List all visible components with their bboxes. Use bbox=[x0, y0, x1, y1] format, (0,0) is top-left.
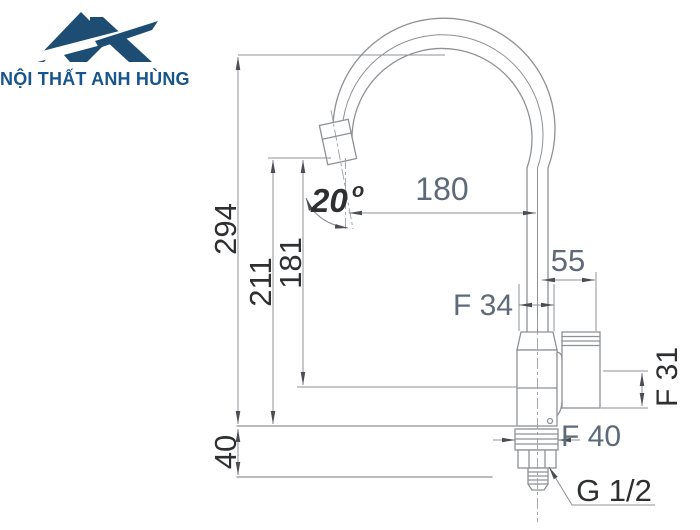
dim-total-height-label: 294 bbox=[208, 203, 243, 255]
brand-name: NỘI THẤT ANH HÙNG bbox=[0, 69, 190, 89]
brand-logo: NỘI THẤT ANH HÙNG bbox=[0, 4, 190, 90]
dim-reach-label: 180 bbox=[415, 171, 468, 207]
outlet-axis-line bbox=[330, 109, 354, 230]
hex-nut bbox=[517, 449, 557, 469]
dim-arc-20deg bbox=[305, 197, 349, 229]
dim-body-diameter-label: F 34 bbox=[453, 289, 513, 322]
thread-shank bbox=[527, 467, 549, 491]
faucet-outline bbox=[236, 17, 601, 491]
brand-logo-mark bbox=[27, 12, 158, 64]
dim-thread-size-label: G 1/2 bbox=[576, 473, 652, 508]
dim-angle-label: 20 bbox=[310, 182, 348, 219]
spout-outer-curve bbox=[332, 17, 556, 333]
aerator bbox=[318, 118, 358, 166]
leader-g12 bbox=[548, 466, 655, 506]
dimension-lines bbox=[235, 54, 655, 506]
counter-deck-line bbox=[236, 425, 517, 478]
spout-middle-curve bbox=[341, 34, 544, 333]
dim-flange-diameter-label: F 40 bbox=[561, 420, 621, 453]
faucet-body bbox=[516, 331, 558, 427]
dim-deck-thickness-label: 40 bbox=[208, 435, 243, 469]
dim-outlet-height-label: 181 bbox=[273, 237, 308, 289]
logo-swoosh-tail bbox=[95, 21, 158, 48]
dimension-labels: 294 211 181 40 180 20 o 55 F 34 F 31 F 4… bbox=[208, 171, 684, 508]
handle-knob bbox=[556, 331, 601, 417]
dim-spout-height-label: 211 bbox=[243, 257, 278, 306]
dim-angle-sup-label: o bbox=[352, 180, 364, 202]
dim-handle-diameter-label: F 31 bbox=[651, 347, 684, 407]
mounting-flange bbox=[514, 428, 559, 451]
dim-handle-offset-label: 55 bbox=[551, 243, 585, 278]
spout-inner-curve bbox=[351, 47, 533, 333]
